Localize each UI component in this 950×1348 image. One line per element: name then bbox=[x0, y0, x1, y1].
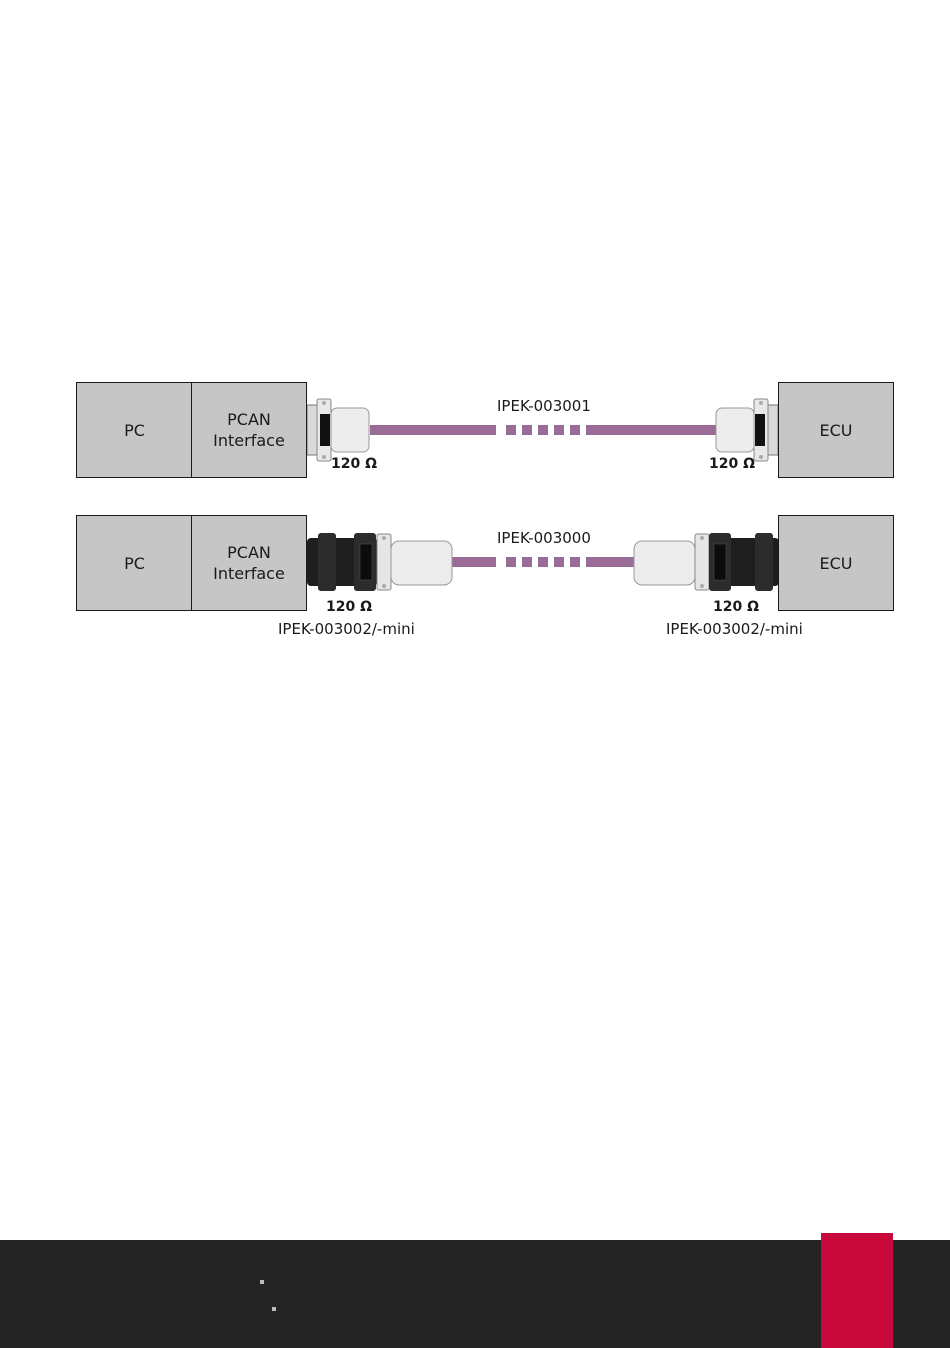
pc-label: PC bbox=[124, 553, 145, 574]
ecu-box-row2: ECU bbox=[778, 515, 894, 611]
adapter-label-row2-right: IPEK-003002/-mini bbox=[666, 620, 803, 638]
pcan-interface-label: PCAN Interface bbox=[213, 409, 285, 451]
resistor-label-row2-right: 120 Ω bbox=[713, 599, 759, 615]
page-number-tab bbox=[821, 1233, 893, 1348]
cable-label-row2: IPEK-003000 bbox=[497, 529, 591, 547]
ecu-label: ECU bbox=[820, 553, 853, 574]
footer-bullet-1 bbox=[260, 1280, 264, 1284]
adapter-row2-left bbox=[307, 533, 452, 591]
adapter-label-row2-left: IPEK-003002/-mini bbox=[278, 620, 415, 638]
ecu-label: ECU bbox=[820, 420, 853, 441]
pcan-interface-box-row2: PCAN Interface bbox=[191, 515, 307, 611]
resistor-label-row2-left: 120 Ω bbox=[326, 599, 372, 615]
connector-row1-left bbox=[307, 399, 369, 461]
pc-label: PC bbox=[124, 420, 145, 441]
adapter-row2-right bbox=[634, 533, 779, 591]
pcan-interface-label: PCAN Interface bbox=[213, 542, 285, 584]
resistor-label-row1-right: 120 Ω bbox=[709, 456, 755, 472]
page-footer bbox=[0, 1240, 950, 1348]
pc-box-row2: PC bbox=[76, 515, 193, 611]
footer-bullet-2 bbox=[272, 1307, 276, 1311]
connection-diagram: PC PCAN Interface ECU IPEK-003001 120 Ω … bbox=[0, 0, 950, 700]
connector-row1-right bbox=[716, 399, 778, 461]
cable-label-row1: IPEK-003001 bbox=[497, 397, 591, 415]
cable-row1 bbox=[370, 425, 716, 435]
pc-box-row1: PC bbox=[76, 382, 193, 478]
cable-row2 bbox=[452, 557, 634, 567]
ecu-box-row1: ECU bbox=[778, 382, 894, 478]
pcan-interface-box-row1: PCAN Interface bbox=[191, 382, 307, 478]
resistor-label-row1-left: 120 Ω bbox=[331, 456, 377, 472]
